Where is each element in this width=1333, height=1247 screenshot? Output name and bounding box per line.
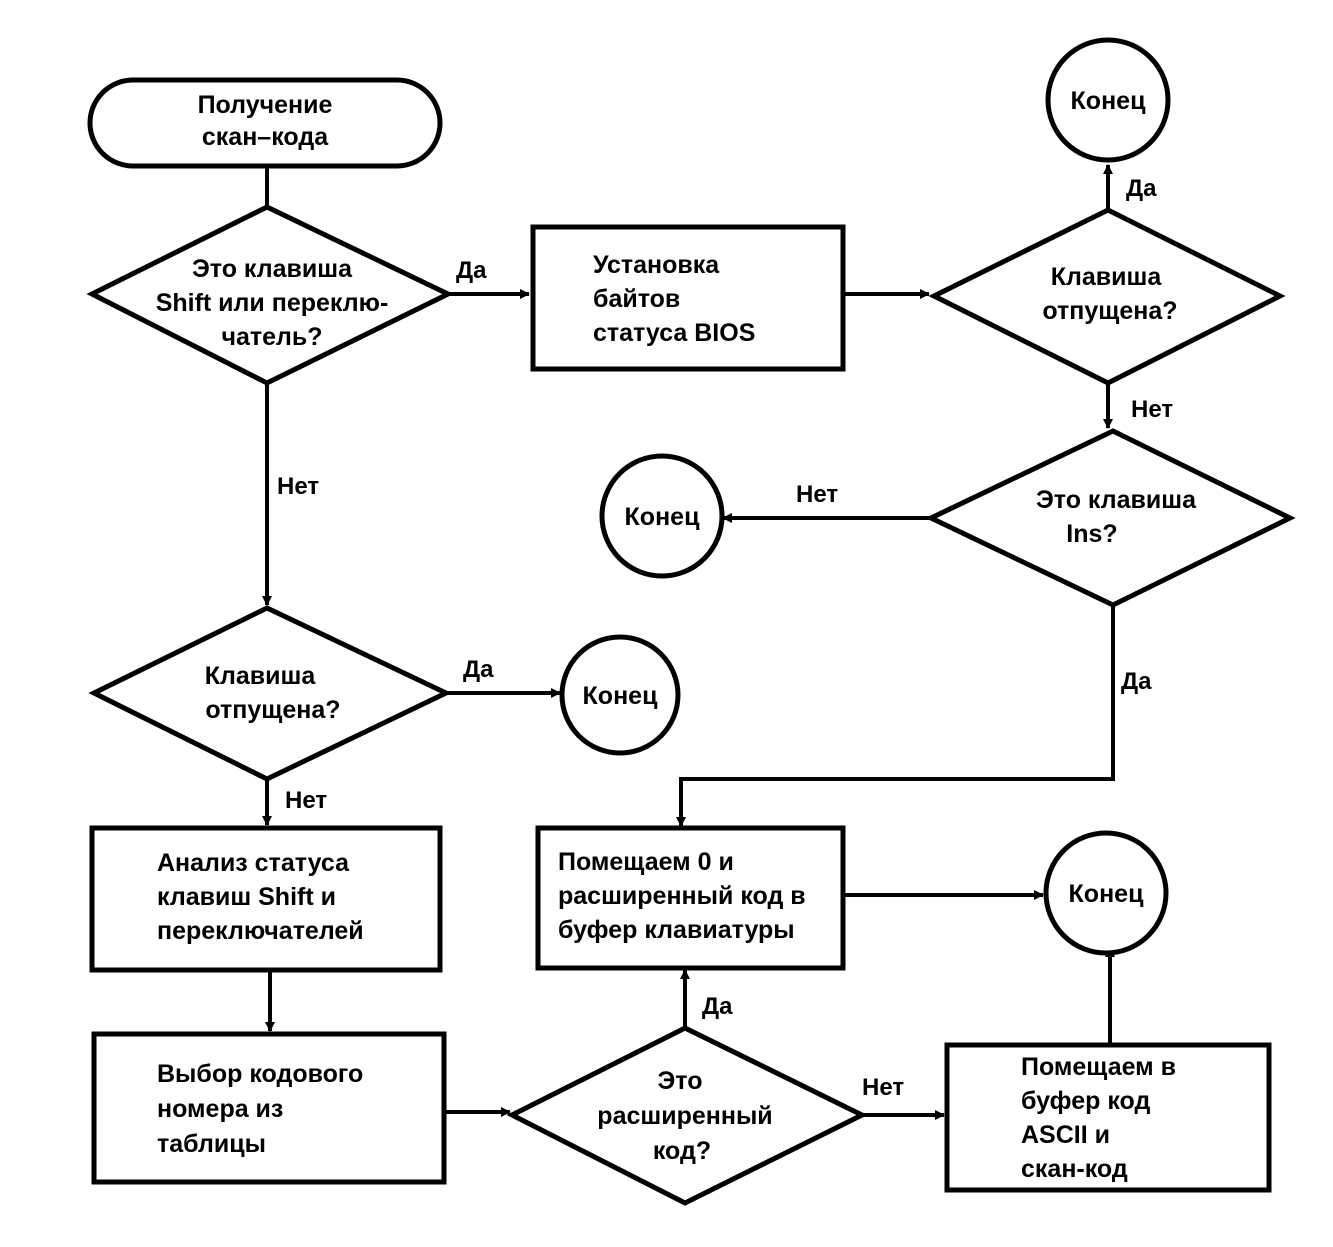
- process-put-ascii: Помещаем в буфер код ASCII и скан-код: [944, 1042, 1272, 1193]
- node-text: Shift или переклю-: [156, 289, 389, 317]
- node-text: переключателей: [157, 917, 364, 945]
- process-set-status: Установка байтов статуса BIOS: [530, 224, 846, 372]
- start-get-scancode: Получение скан–кода: [87, 77, 443, 169]
- edge-label-ins-yes: Да: [1121, 668, 1152, 695]
- node-text: Это клавиша: [1036, 486, 1197, 514]
- arrow-ins-yes: [676, 605, 1115, 827]
- edge-label-released-top-no: Нет: [1131, 396, 1173, 423]
- end-mid: Конец: [559, 634, 681, 756]
- node-text: код?: [653, 1137, 711, 1165]
- node-text: Конец: [1071, 87, 1147, 115]
- node-text: Конец: [1069, 880, 1145, 908]
- edge-label-shift-yes: Да: [456, 257, 487, 284]
- node-text: расширенный код в: [558, 882, 806, 910]
- edge-label-released-mid-no: Нет: [285, 787, 327, 814]
- process-select-code: Выбор кодового номера из таблицы: [91, 1031, 447, 1185]
- connectors: [262, 164, 1115, 1120]
- node-text: статуса BIOS: [593, 319, 755, 347]
- node-text: Это: [658, 1067, 703, 1095]
- node-text: клавиш Shift и: [157, 883, 336, 911]
- edge-label-released-mid-yes: Да: [463, 656, 494, 683]
- node-text: буфер клавиатуры: [558, 916, 795, 944]
- edge-label-shift-no: Нет: [277, 473, 319, 500]
- node-text: ASCII и: [1021, 1121, 1110, 1149]
- end-ins: Конец: [599, 453, 725, 579]
- decision-is-ins: Это клавиша Ins?: [925, 428, 1296, 608]
- process-analyze-status: Анализ статуса клавиш Shift и переключат…: [89, 825, 443, 973]
- edge-label-extended-no: Нет: [862, 1074, 904, 1101]
- edge-label-ins-no: Нет: [796, 481, 838, 508]
- node-text: расширенный: [597, 1102, 772, 1130]
- end-right: Конец: [1043, 830, 1169, 956]
- decision-released-mid: Клавиша отпущена?: [88, 605, 452, 782]
- node-text: скан–кода: [202, 123, 329, 151]
- process-put-zero: Помещаем 0 и расширенный код в буфер кла…: [535, 825, 846, 971]
- node-text: Установка: [593, 251, 720, 279]
- decision-is-shift: Это клавиша Shift или переклю- чатель?: [86, 204, 454, 386]
- node-text: Помещаем в: [1021, 1053, 1176, 1081]
- decision-released-top: Клавиша отпущена?: [928, 207, 1286, 386]
- node-text: номера из: [157, 1095, 283, 1123]
- node-text: Помещаем 0 и: [558, 848, 734, 876]
- edge-label-extended-yes: Да: [702, 993, 733, 1020]
- node-text: Ins?: [1066, 520, 1117, 548]
- node-text: Это клавиша: [192, 255, 353, 283]
- node-text: таблицы: [157, 1130, 266, 1158]
- node-text: чатель?: [221, 323, 322, 351]
- node-text: Клавиша: [1051, 263, 1163, 291]
- node-text: Получение: [198, 91, 333, 119]
- node-text: буфер код: [1021, 1087, 1150, 1115]
- node-text: байтов: [593, 285, 680, 313]
- node-text: отпущена?: [205, 696, 340, 724]
- node-text: Выбор кодового: [157, 1060, 363, 1088]
- end-top: Конец: [1045, 37, 1171, 163]
- edge-labels: Да Нет Да Нет Нет Да Да Нет Да Нет: [277, 175, 1173, 1101]
- node-text: Конец: [625, 503, 701, 531]
- node-text: отпущена?: [1042, 297, 1177, 325]
- node-text: скан-код: [1021, 1155, 1128, 1183]
- node-text: Конец: [583, 682, 659, 710]
- decision-is-extended: Это расширенный код?: [506, 1025, 868, 1206]
- edge-label-released-top-yes: Да: [1126, 175, 1157, 202]
- node-text: Клавиша: [205, 662, 317, 690]
- node-text: Анализ статуса: [157, 849, 350, 877]
